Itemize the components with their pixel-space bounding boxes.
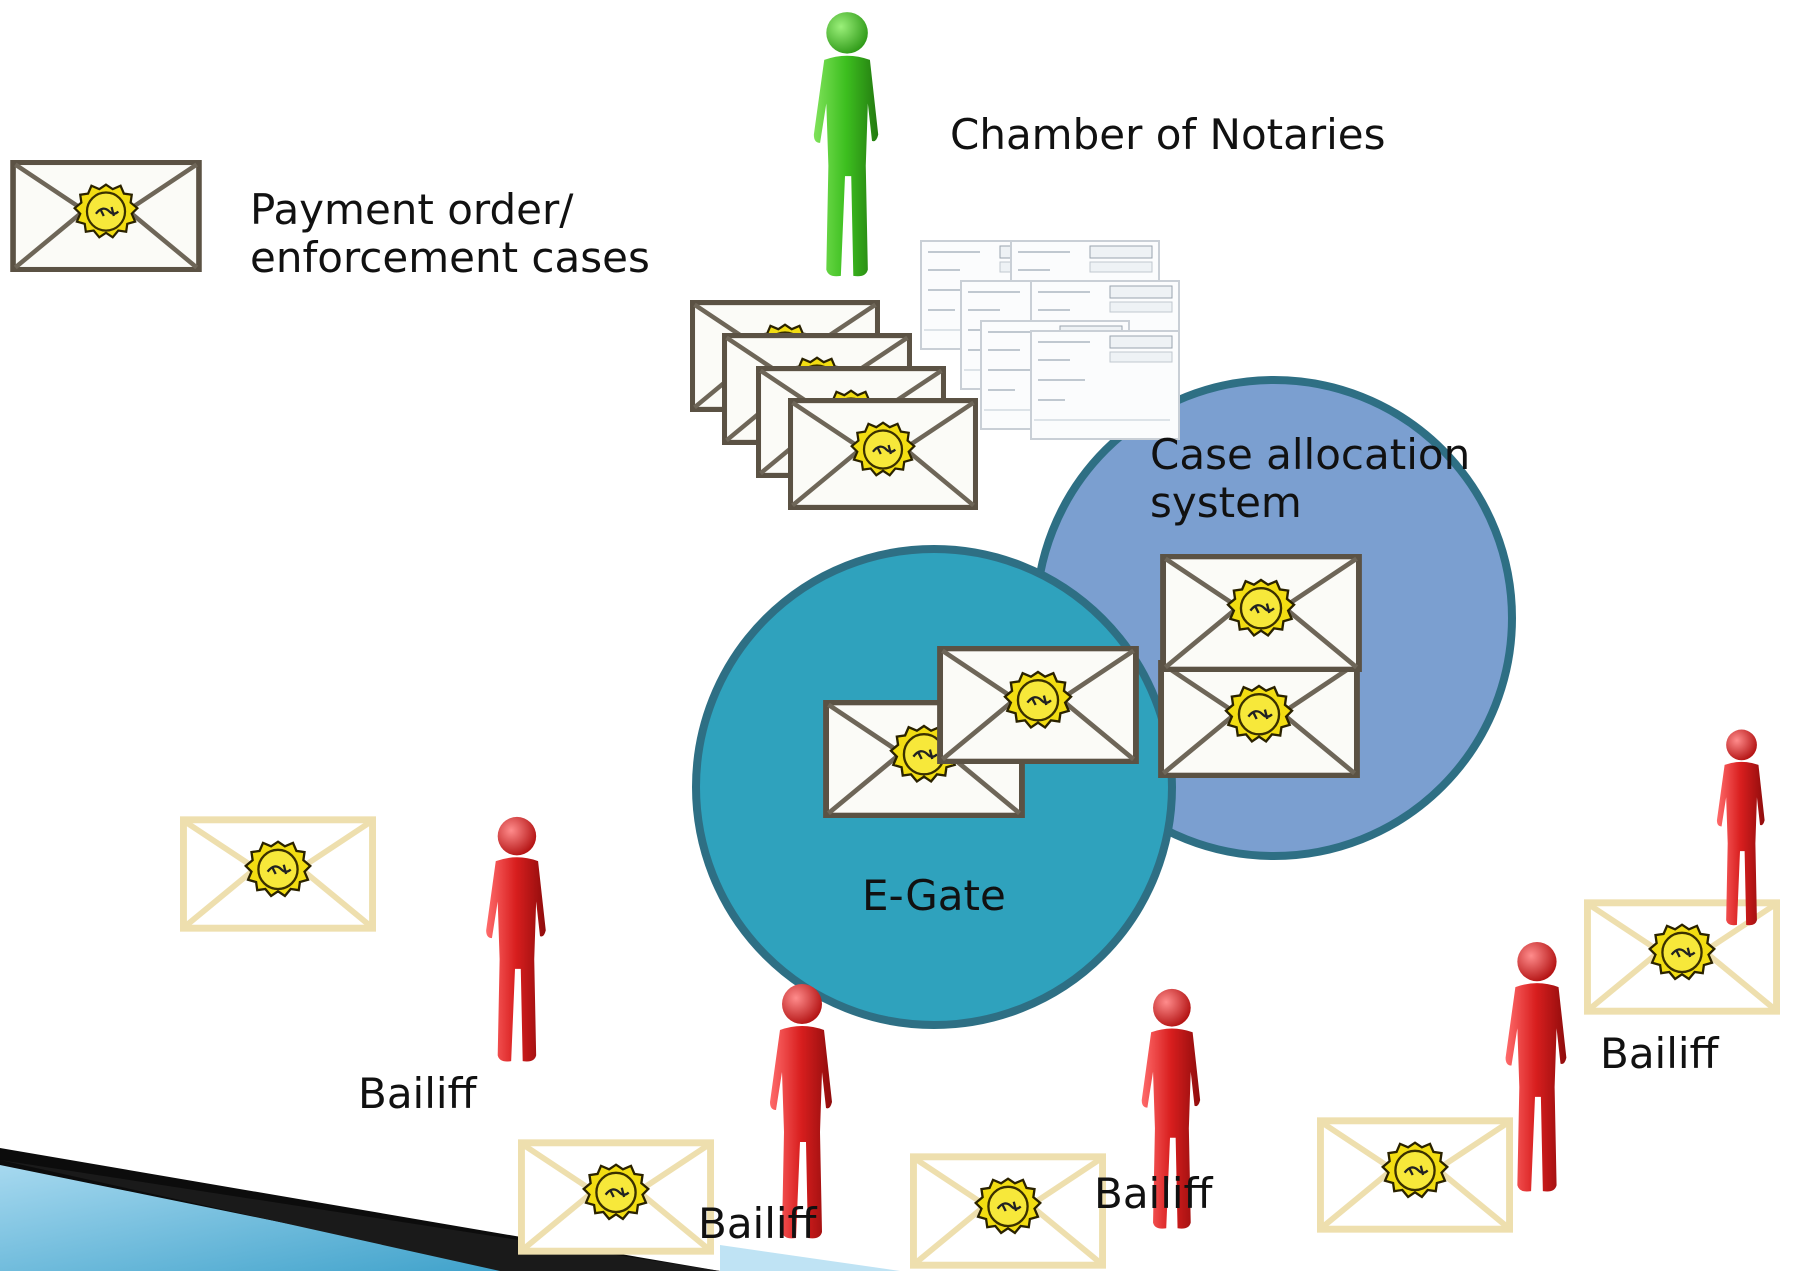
envelope-icon [937,646,1139,764]
envelope-icon [788,398,978,510]
bailiff-envelope-icon [518,1138,714,1256]
envelope-icon [1158,660,1360,778]
legend-envelope-icon [10,160,202,272]
bailiff-figure [455,815,575,1065]
chamber-label: Chamber of Notaries [950,110,1386,159]
legend-label-line1: Payment order/ [250,185,574,234]
bailiff-label: Bailiff [1094,1169,1213,1218]
bailiff-figure [1686,728,1794,928]
bailiff-label: Bailiff [358,1069,477,1118]
bailiff-envelope-icon [910,1152,1106,1270]
legend-label: Payment order/ enforcement cases [250,186,650,282]
bailiff-label: Bailiff [1600,1029,1719,1078]
bailiff-figure [1475,940,1595,1195]
case-allocation-label-line1: Case allocation [1150,430,1471,479]
document-page-icon [1030,330,1180,440]
bailiff-label: Bailiff [698,1199,817,1248]
case-allocation-label: Case allocation system [1150,431,1470,527]
chamber-of-notaries-figure [770,10,920,280]
bailiff-envelope-icon [180,815,376,933]
envelope-icon [1160,554,1362,672]
egate-label: E-Gate [862,871,1006,920]
case-allocation-label-line2: system [1150,478,1302,527]
legend-label-line2: enforcement cases [250,233,650,282]
